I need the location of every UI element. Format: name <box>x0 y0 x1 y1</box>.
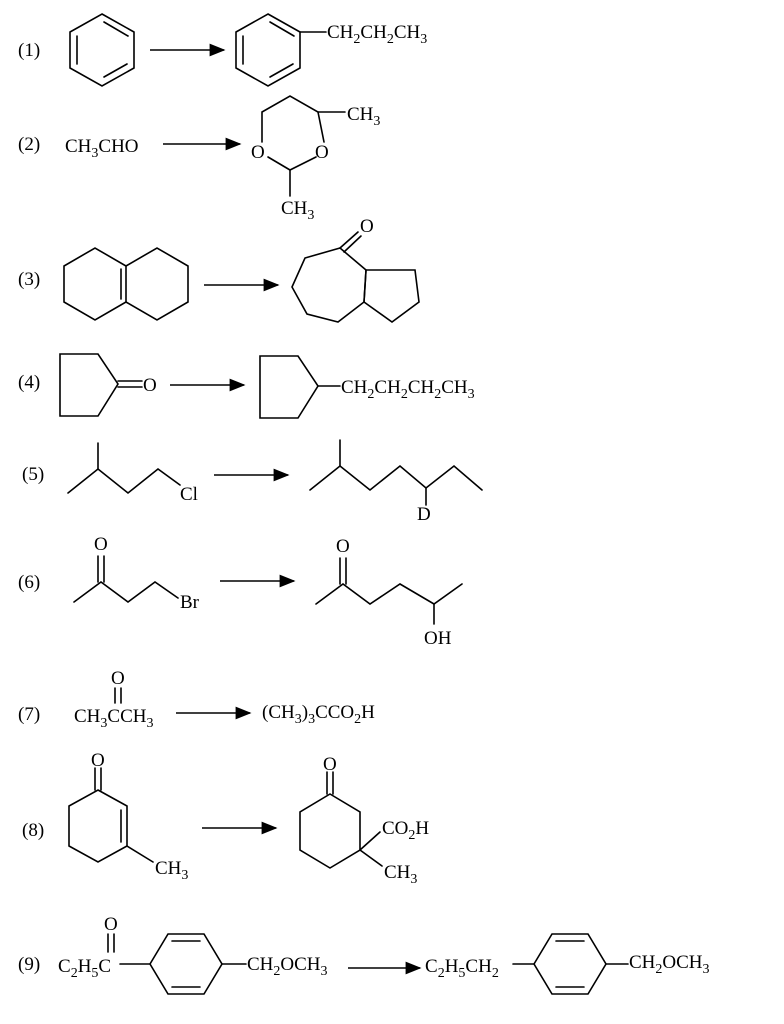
carbonyl-oxygen: O <box>94 534 108 555</box>
isopentyl-chloride <box>67 442 181 495</box>
propyl-group: C2H5CH2 <box>425 956 499 981</box>
reaction-7: (7) O CH3CCH3 (CH3)3CCO2H <box>18 668 375 731</box>
reaction-number: (5) <box>22 464 44 485</box>
methylcyclohexenone <box>68 767 154 863</box>
cyclopentane <box>259 355 341 419</box>
reaction-number: (1) <box>18 40 40 61</box>
reaction-number: (4) <box>18 372 40 393</box>
reaction-9: (9) O C2H5C CH2OCH3 C2H5CH2 CH2OCH3 <box>18 914 710 995</box>
methyl-group: CH3 <box>347 104 380 129</box>
carbonyl-oxygen: O <box>323 754 337 775</box>
benzene-ring <box>512 933 629 995</box>
methyl-group: CH3 <box>281 198 314 223</box>
reaction-4: (4) O CH2CH2CH2CH3 <box>18 353 475 419</box>
methoxymethyl-group: CH2OCH3 <box>247 954 328 979</box>
dioxane-ring <box>261 95 346 197</box>
reaction-2: (2) CH3CHO O O CH3 CH3 <box>18 95 380 223</box>
methyl-group: CH3 <box>384 862 417 887</box>
carbonyl-oxygen: O <box>360 216 374 237</box>
acetone: CH3CCH3 <box>74 706 153 731</box>
hydroxy-ketone <box>315 557 463 625</box>
reaction-number: (6) <box>18 572 40 593</box>
carbonyl-oxygen: O <box>111 668 125 689</box>
carboxylic-acid: CO2H <box>382 818 429 843</box>
keto-acid-ring <box>299 771 383 869</box>
carbonyl-oxygen: O <box>104 914 118 935</box>
deuterated-alkane <box>309 439 483 506</box>
chlorine: Cl <box>180 484 198 505</box>
methoxymethyl-group: CH2OCH3 <box>629 952 710 977</box>
reaction-number: (7) <box>18 704 40 725</box>
benzene-ring <box>69 13 135 87</box>
carbonyl-oxygen: O <box>143 375 157 396</box>
ring-oxygen: O <box>315 142 329 163</box>
carbonyl-oxygen: O <box>91 750 105 771</box>
butyl-substituent: CH2CH2CH2CH3 <box>341 377 475 402</box>
deuterium-label: D <box>417 504 431 525</box>
propionyl-group: C2H5C <box>58 956 111 981</box>
reaction-3: (3) O <box>18 216 420 323</box>
bromine: Br <box>180 592 200 613</box>
octahydronaphthalene <box>63 247 189 321</box>
carbonyl-oxygen: O <box>336 536 350 557</box>
reaction-5: (5) Cl D <box>22 439 483 525</box>
bromo-ketone <box>73 555 179 603</box>
ring-oxygen: O <box>251 142 265 163</box>
bicyclic-ketone <box>291 231 420 323</box>
benzene-ring <box>119 933 247 995</box>
pivalic-acid: (CH3)3CCO2H <box>262 702 375 727</box>
benzene-ring <box>235 13 327 87</box>
reaction-1: (1) CH2CH2CH3 <box>18 13 427 87</box>
acetaldehyde: CH3CHO <box>65 136 139 161</box>
hydroxyl-group: OH <box>424 628 452 649</box>
propyl-substituent: CH2CH2CH3 <box>327 22 427 47</box>
reaction-number: (9) <box>18 954 40 975</box>
reaction-6: (6) O Br O OH <box>18 534 463 649</box>
methyl-group: CH3 <box>155 858 188 883</box>
cyclopentanone <box>59 353 143 417</box>
reaction-number: (8) <box>22 820 44 841</box>
reaction-8: (8) O CH3 O CO2H CH3 <box>22 750 429 887</box>
reaction-number: (3) <box>18 269 40 290</box>
reaction-number: (2) <box>18 134 40 155</box>
